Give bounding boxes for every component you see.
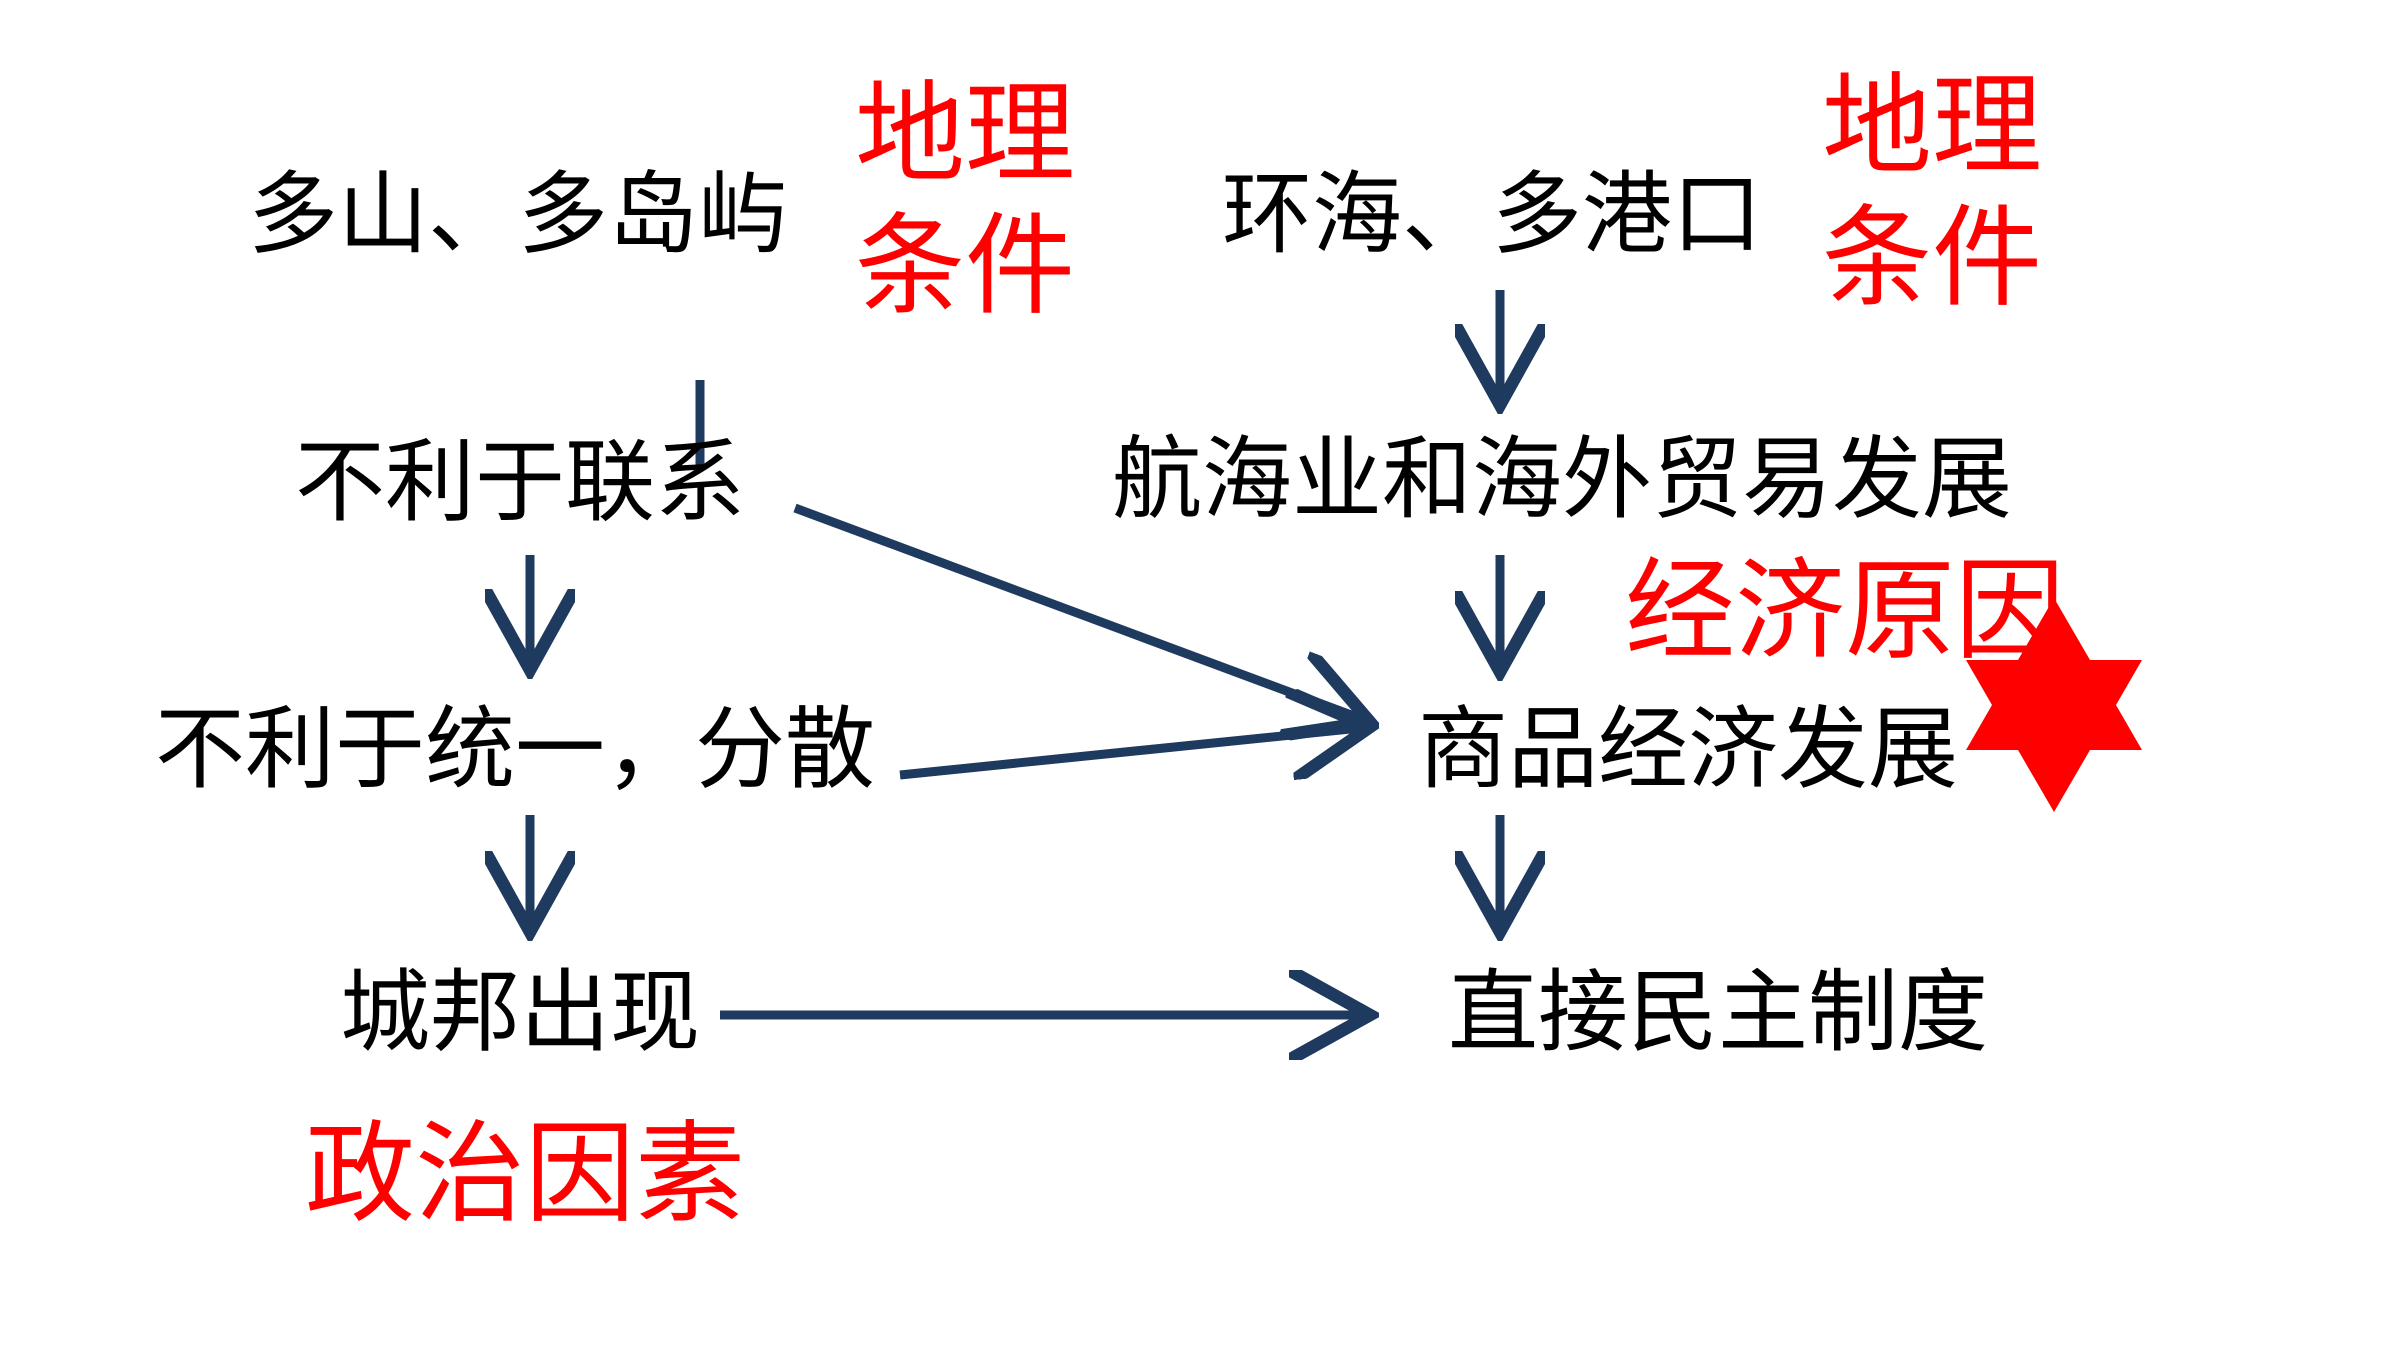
tag-political-factor: 政治因素 — [305, 1110, 745, 1238]
node-commodity-economy: 商品经济发展 — [1418, 697, 1958, 802]
six-pointed-star-icon — [1966, 598, 2142, 812]
tag-geography-right: 地理 条件 — [1822, 60, 2042, 324]
tag-economic-reason: 经济原因 — [1625, 547, 2065, 675]
tag-geography-right-line2: 条件 — [1822, 194, 2042, 322]
node-sea-ports: 环海、多港口 — [1222, 162, 1762, 267]
tag-geography-left-line1: 地理 — [855, 70, 1075, 198]
node-navigation-trade: 航海业和海外贸易发展 — [1112, 427, 2012, 532]
tag-geography-left-line2: 条件 — [855, 202, 1075, 330]
node-city-states: 城邦出现 — [340, 960, 700, 1065]
arrow-scatter-to-commodity — [899, 727, 1370, 775]
arrow-contact-to-commodity — [793, 503, 1370, 722]
node-direct-democracy: 直接民主制度 — [1448, 960, 1988, 1065]
node-hinder-unity: 不利于统一，分散 — [155, 697, 875, 802]
tag-geography-left: 地理 条件 — [855, 68, 1075, 332]
tag-geography-right-line1: 地理 — [1822, 62, 2042, 190]
node-hinder-contact: 不利于联系 — [295, 430, 745, 535]
node-mountains-islands: 多山、多岛屿 — [248, 162, 788, 267]
